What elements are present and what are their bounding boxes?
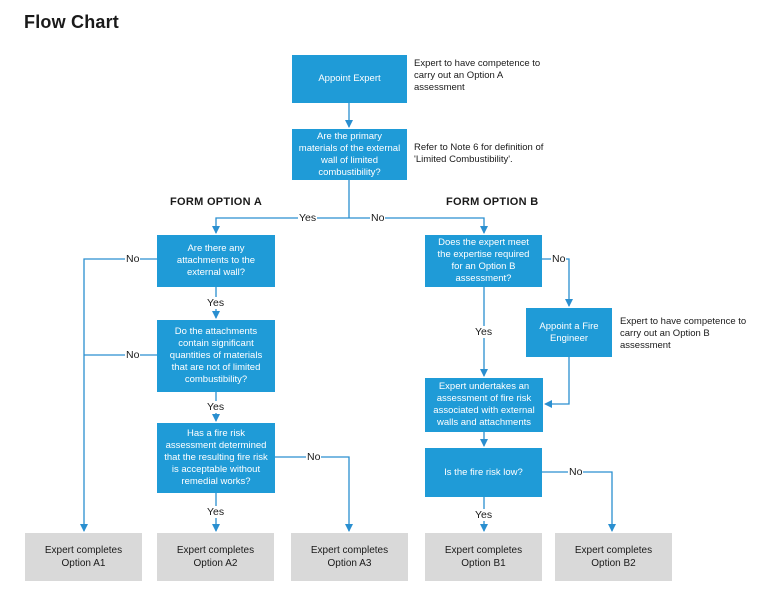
label-no-primary: No [370,212,386,224]
fire-risk-low-decision: Is the fire risk low? [425,448,542,497]
label-no-attachments: No [125,253,141,265]
label-no-fra: No [306,451,322,463]
connector-fire-engineer-to-assessment [544,357,570,408]
outcome-option-a1: Expert completes Option A1 [25,533,142,581]
outcome-option-a3: Expert completes Option A3 [291,533,408,581]
label-no-expertise: No [551,253,567,265]
label-no-risk: No [568,466,584,478]
outcome-option-a2: Expert completes Option A2 [157,533,274,581]
label-yes-attachments: Yes [206,297,226,309]
connector-yes-to-attachments [212,217,349,234]
label-yes-significant: Yes [206,401,226,413]
header-option-a: FORM OPTION A [170,196,263,208]
connector-no-to-expertise [349,217,488,234]
connector-expertise-no [542,258,573,307]
outcome-option-b1: Expert completes Option B1 [425,533,542,581]
label-yes-expertise: Yes [474,326,494,338]
connector-fra-no [275,456,353,532]
primary-materials-decision: Are the primary materials of the externa… [292,129,407,180]
appoint-fire-engineer-box: Appoint a Fire Engineer [526,308,612,357]
appoint-expert-box: Appoint Expert [292,55,407,103]
attachments-significant-decision: Do the attachments contain significant q… [157,320,275,392]
note-limited-combustibility: Refer to Note 6 for definition of 'Limit… [414,142,544,165]
label-yes-risk: Yes [474,509,494,521]
connector-risk-no [542,471,616,532]
label-yes-primary: Yes [298,212,318,224]
outcome-option-b2: Expert completes Option B2 [555,533,672,581]
label-no-significant: No [125,349,141,361]
expert-expertise-decision: Does the expert meet the expertise requi… [425,235,542,287]
header-option-b: FORM OPTION B [446,196,539,208]
connector-attachments-no [80,258,157,532]
note-expert-option-a: Expert to have competence to carry out a… [414,58,541,93]
label-yes-fra: Yes [206,506,226,518]
note-expert-option-b: Expert to have competence to carry out a… [620,316,747,351]
page-title: Flow Chart [24,12,119,32]
attachments-decision: Are there any attachments to the externa… [157,235,275,287]
expert-undertakes-box: Expert undertakes an assessment of fire … [425,378,543,432]
fire-risk-assessment-decision: Has a fire risk assessment determined th… [157,423,275,493]
